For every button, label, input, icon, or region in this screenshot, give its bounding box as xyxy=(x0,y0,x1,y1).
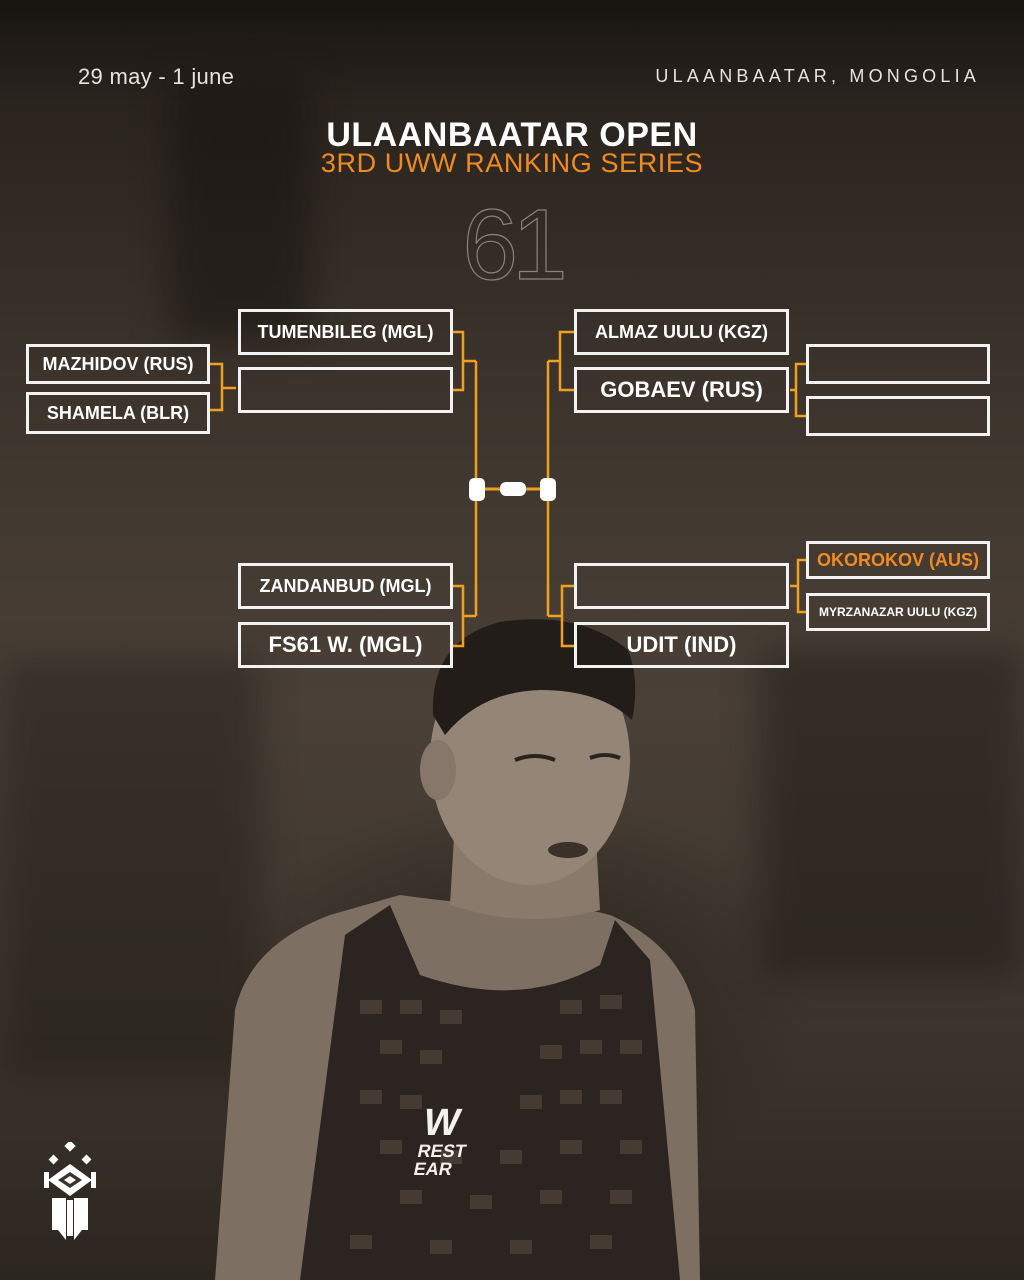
bracket-line-right-outer-bottom xyxy=(790,558,806,614)
bracket-slot-right-bottom-2: UDIT (IND) xyxy=(574,622,789,668)
bracket-slot-right-outer-bottom-2: MYRZANAZAR UULU (KGZ) xyxy=(806,593,990,631)
bracket-slot-left-outer-1: MAZHIDOV (RUS) xyxy=(26,344,210,384)
weight-class: 61 xyxy=(462,189,568,301)
bracket-line-right-top xyxy=(548,330,574,392)
bracket-slot-right-outer-top-2 xyxy=(806,396,990,436)
bracket-slot-left-top-2 xyxy=(238,367,453,413)
bracket-line-left-top xyxy=(453,330,476,392)
event-title: ULAANBAATAR OPEN xyxy=(326,116,698,154)
bracket-slot-left-outer-2: SHAMELA (BLR) xyxy=(26,392,210,434)
bracket-line-left-bottom xyxy=(453,584,476,648)
event-location: ULAANBAATAR, MONGOLIA xyxy=(655,66,980,86)
bracket-line-right-bottom xyxy=(548,584,574,648)
bracket-slot-left-bottom-2: FS61 W. (MGL) xyxy=(238,622,453,668)
bracket-slot-left-top-1: TUMENBILEG (MGL) xyxy=(238,309,453,355)
background-blur-top xyxy=(170,80,310,340)
federation-logo-icon xyxy=(44,1142,96,1240)
bracket-slot-right-top-2: GOBAEV (RUS) xyxy=(574,367,789,413)
bracket-slot-right-outer-bottom-1: OKOROKOV (AUS) xyxy=(806,541,990,579)
bracket-slot-right-bottom-1 xyxy=(574,563,789,609)
bracket-slot-left-bottom-1: ZANDANBUD (MGL) xyxy=(238,563,453,609)
event-subtitle: 3RD UWW RANKING SERIES xyxy=(320,148,704,178)
bracket-slot-right-outer-top-1 xyxy=(806,344,990,384)
event-dates: 29 may - 1 june xyxy=(78,64,235,89)
background-blur-right xyxy=(760,650,1024,980)
bracket-line-left-outer xyxy=(210,362,236,412)
bracket-slot-right-top-1: ALMAZ UULU (KGZ) xyxy=(574,309,789,355)
bracket-line-right-outer-top xyxy=(790,362,806,418)
background-blur-left xyxy=(0,660,260,1080)
